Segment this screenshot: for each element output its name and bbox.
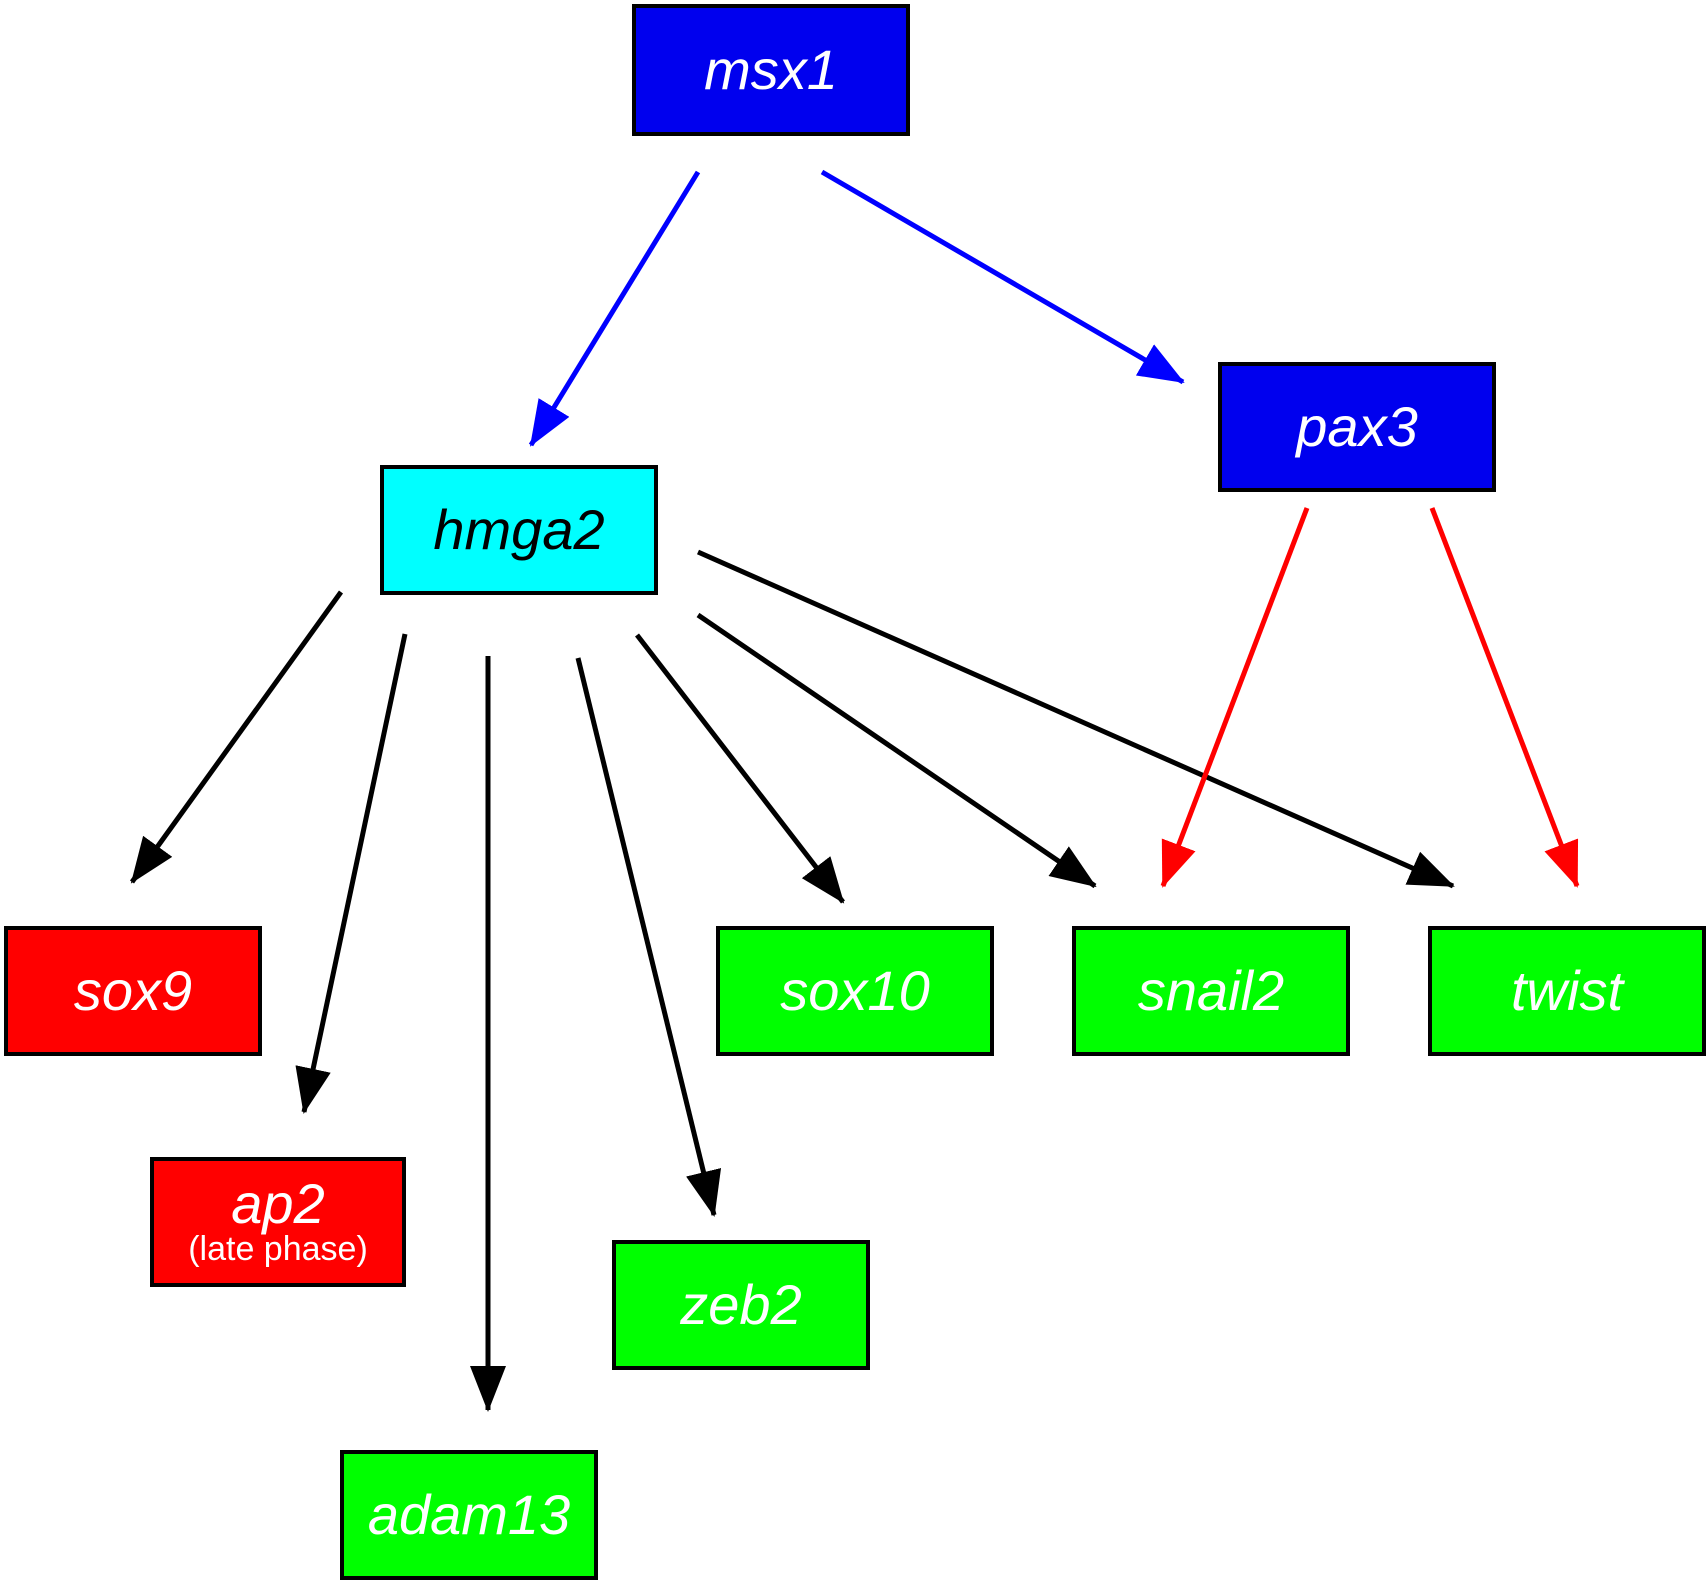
node-pax3: pax3 <box>1218 362 1496 492</box>
node-ap2: ap2 (late phase) <box>150 1157 406 1287</box>
node-label: msx1 <box>704 38 838 101</box>
node-label: zeb2 <box>680 1273 802 1336</box>
edge-pax3-to-twist <box>1429 507 1580 888</box>
edge-hmga2-to-zeb2 <box>575 657 722 1217</box>
node-note: (late phase) <box>188 1230 368 1269</box>
node-label: pax3 <box>1296 395 1418 458</box>
node-hmga2: hmga2 <box>380 465 658 595</box>
node-adam13: adam13 <box>340 1450 598 1580</box>
edge-pax3-to-snail2 <box>1160 507 1310 888</box>
node-label: snail2 <box>1137 959 1285 1022</box>
edge-hmga2-to-snail2 <box>696 612 1097 889</box>
node-label: adam13 <box>367 1483 571 1546</box>
edge-msx1-to-pax3 <box>820 169 1185 385</box>
node-sox10: sox10 <box>716 926 994 1056</box>
node-label: hmga2 <box>433 498 605 561</box>
edge-hmga2-to-ap2 <box>295 633 408 1114</box>
node-label: sox9 <box>73 959 193 1022</box>
node-zeb2: zeb2 <box>612 1240 870 1370</box>
node-label: sox10 <box>780 959 930 1022</box>
node-label: ap2 <box>231 1172 325 1236</box>
node-label: twist <box>1511 959 1623 1022</box>
node-msx1: msx1 <box>632 4 910 136</box>
edge-hmga2-to-sox9 <box>129 590 344 884</box>
node-sox9: sox9 <box>4 926 262 1056</box>
node-twist: twist <box>1428 926 1706 1056</box>
edge-hmga2-to-sox10 <box>635 633 845 904</box>
edge-msx1-to-hmga2 <box>528 170 701 447</box>
edge-hmga2-to-twist <box>696 549 1455 889</box>
node-snail2: snail2 <box>1072 926 1350 1056</box>
